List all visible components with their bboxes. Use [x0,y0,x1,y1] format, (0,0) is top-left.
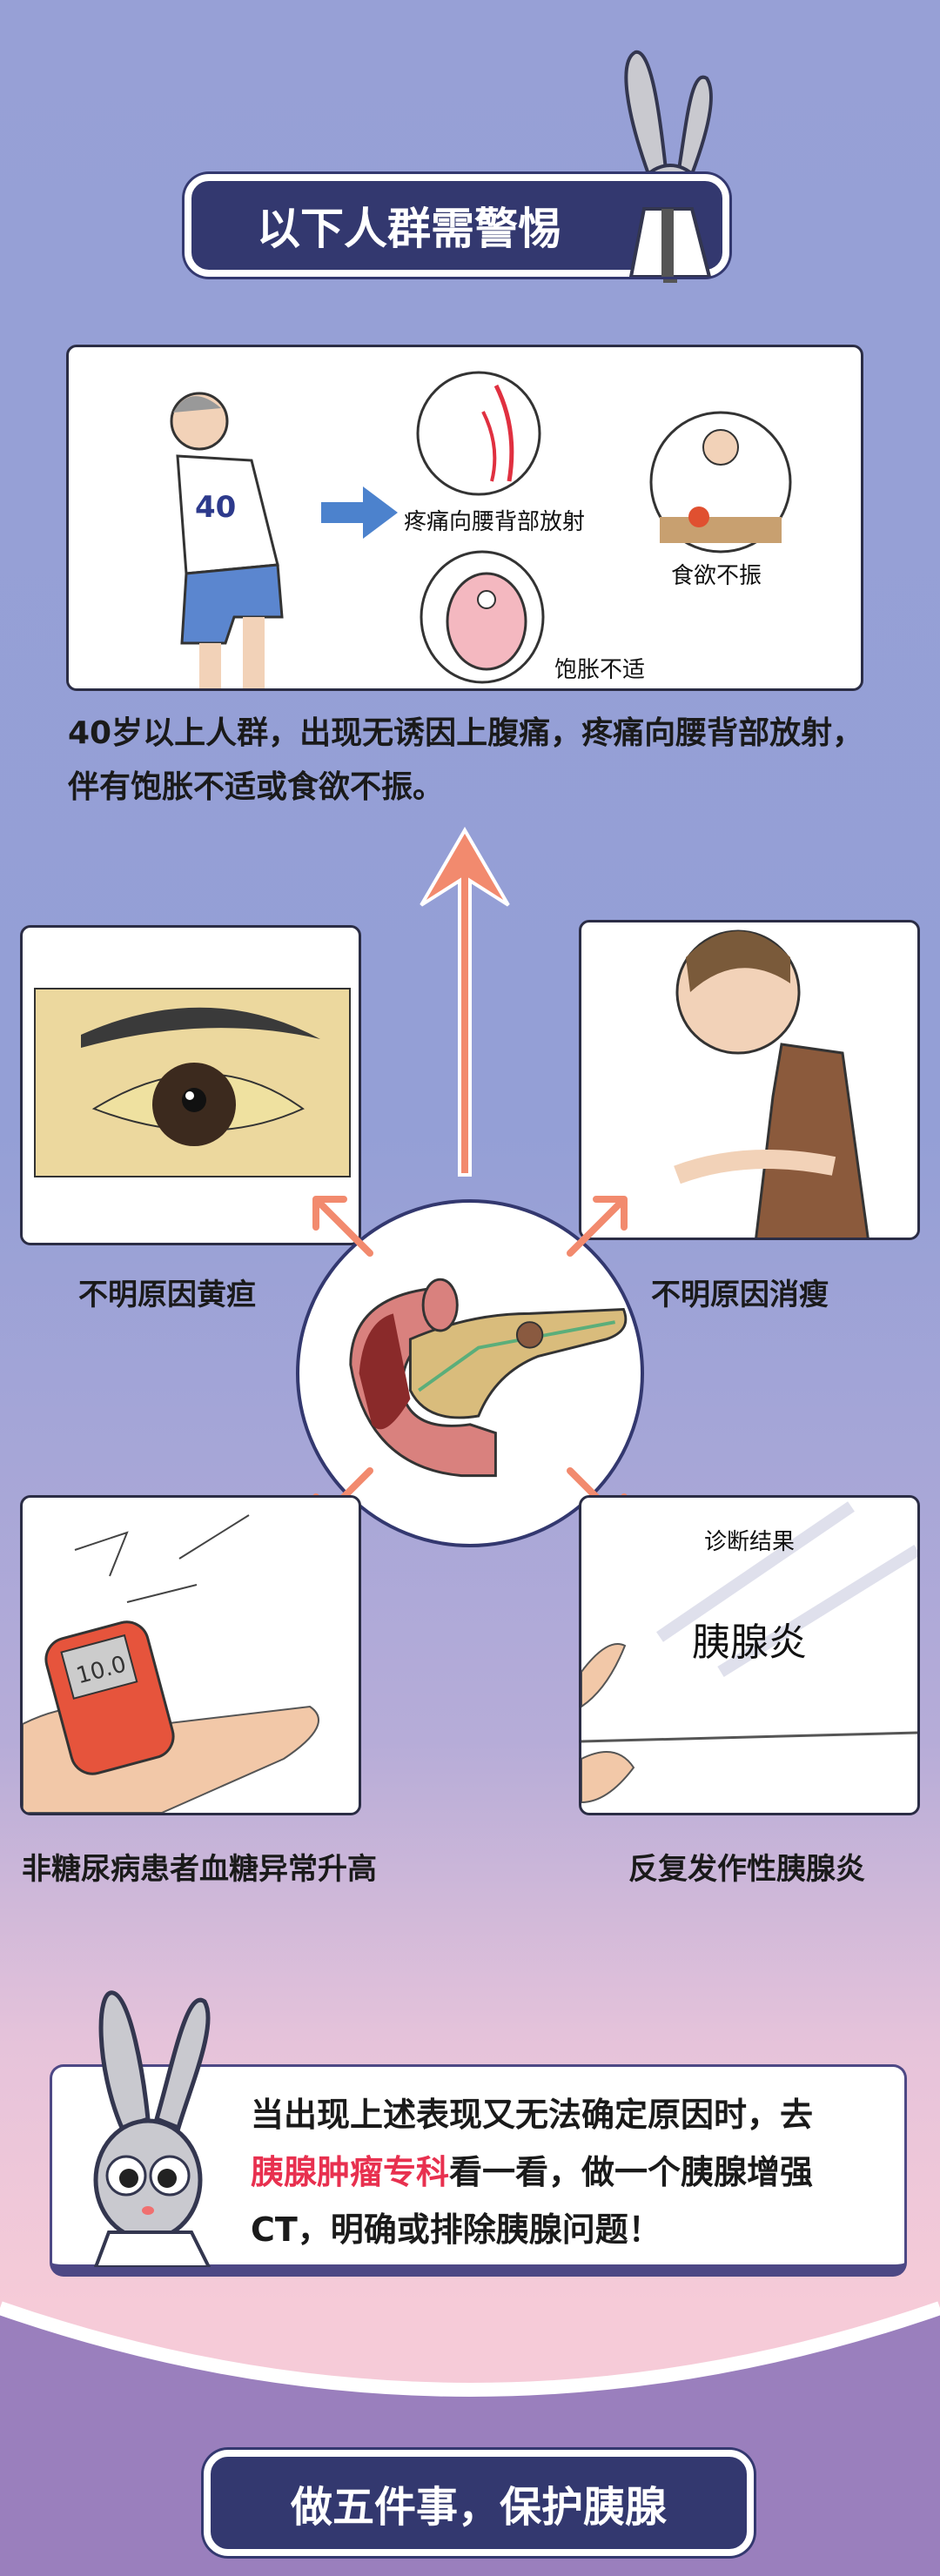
man-illustration: 40 [170,392,284,688]
rabbit-mascot-bottom [93,1990,212,2267]
label-appetite: 食欲不振 [671,563,762,589]
pancreatitis-card: 诊断结果 胰腺炎 [579,1495,920,1815]
arrow-up-icon [420,827,510,1177]
weight-loss-card [579,920,920,1240]
weight-loss-label: 不明原因消瘦 [651,1278,829,1312]
pancreatitis-label: 反复发作性胰腺炎 [628,1852,865,1887]
yellow-eye-illustration [34,988,351,1177]
diagnosis-title: 诊断结果 [703,1529,795,1555]
footer-title: 做五件事，保护胰腺 [290,2483,667,2532]
label-pain: 疼痛向腰背部放射 [404,509,586,535]
label-bloating: 饱胀不适 [554,657,646,683]
jaundice-label: 不明原因黄疸 [78,1278,256,1312]
description-line: 伴有饱胀不适或食欲不振。 [68,769,445,805]
section-title: 以下人群需警惕 [257,204,561,254]
back-pain-illustration [416,371,541,496]
advice-box: 当出现上述表现又无法确定原因时，去 胰腺肿瘤专科看一看，做一个胰腺增强 CT，明… [50,2064,907,2277]
blood-sugar-label: 非糖尿病患者血糖异常升高 [22,1852,377,1887]
shirt-number: 40 [195,490,236,525]
pancreas-illustration [349,1278,628,1478]
advice-line-2: 胰腺肿瘤专科看一看，做一个胰腺增强 [251,2143,895,2201]
thin-boy-illustration [674,929,870,1238]
footer-title-banner: 做五件事，保护胰腺 [204,2450,754,2556]
paper-hand-illustration [581,1501,917,1804]
advice-line-2-rest: 看一看，做一个胰腺增强 [449,2153,814,2191]
arrow-up-right-icon [567,1196,628,1257]
rabbit-body [628,207,712,277]
advice-text: 当出现上述表现又无法确定原因时，去 胰腺肿瘤专科看一看，做一个胰腺增强 CT，明… [251,2086,895,2258]
jaundice-card [20,925,361,1245]
bloating-illustration [420,550,545,684]
diagnosis-result: 胰腺炎 [692,1620,807,1665]
appetite-illustration [649,411,792,553]
symptom-card-main: 40 疼痛向腰背部放射 饱胀不适 食欲不振 [66,345,863,691]
arrow-right-icon [321,486,398,539]
description-line: 40岁以上人群，出现无诱因上腹痛，疼痛向腰背部放射， [68,715,864,751]
advice-line-1: 当出现上述表现又无法确定原因时，去 [251,2096,814,2134]
specialty-highlight: 胰腺肿瘤专科 [251,2153,450,2191]
main-description: 40岁以上人群，出现无诱因上腹痛，疼痛向腰背部放射， 伴有饱胀不适或食欲不振。 [68,707,903,815]
blood-sugar-card: 10.0 [20,1495,361,1815]
advice-line-3: CT，明确或排除胰腺问题！ [251,2210,661,2249]
glucose-meter-illustration: 10.0 [23,1514,319,1813]
arrow-up-left-icon [312,1196,373,1257]
